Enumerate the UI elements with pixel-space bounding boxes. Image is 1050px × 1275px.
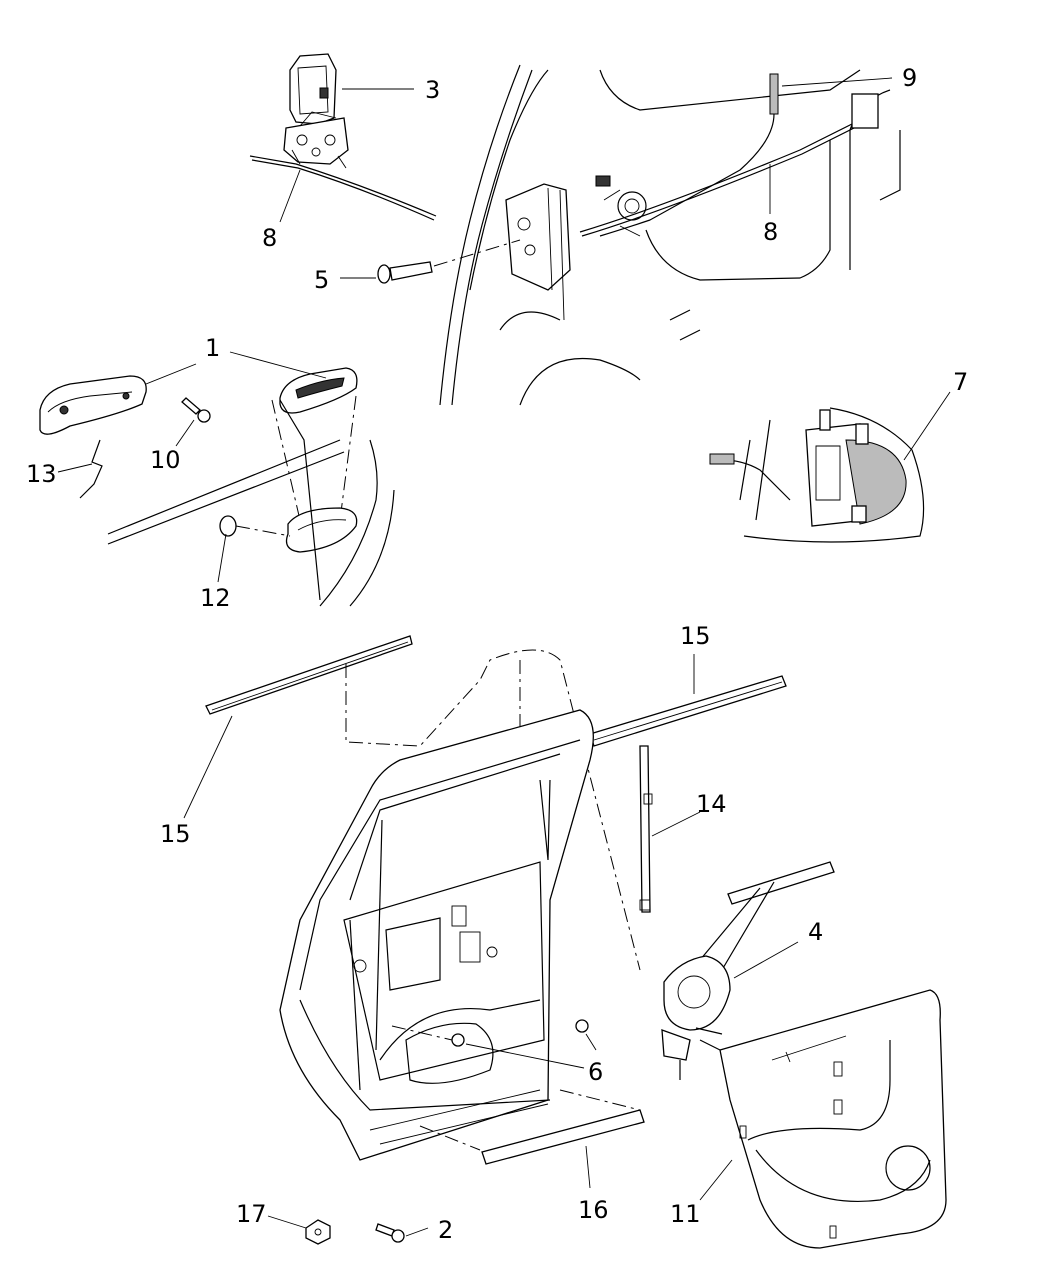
callout-1: 1 bbox=[205, 334, 220, 362]
callout-15-left: 15 bbox=[160, 820, 191, 848]
callout-6: 6 bbox=[588, 1058, 603, 1086]
callout-10: 10 bbox=[150, 446, 181, 474]
screw-part-2 bbox=[375, 1223, 405, 1243]
callout-17: 17 bbox=[236, 1200, 267, 1228]
callout-8-top: 8 bbox=[262, 224, 277, 252]
callout-4: 4 bbox=[808, 918, 823, 946]
door-trim-strip-part-14 bbox=[639, 745, 653, 913]
clip-part-12 bbox=[219, 515, 291, 537]
callout-5: 5 bbox=[314, 266, 329, 294]
lock-rod-part-8-top bbox=[249, 155, 437, 221]
callout-7: 7 bbox=[953, 368, 968, 396]
callout-12: 12 bbox=[200, 584, 231, 612]
callout-13: 13 bbox=[26, 460, 57, 488]
sill-plate-part-16 bbox=[419, 1089, 645, 1165]
glass-path-dashline bbox=[345, 649, 641, 971]
callout-3: 3 bbox=[425, 76, 440, 104]
callout-9: 9 bbox=[902, 64, 917, 92]
screw-part-10 bbox=[181, 397, 211, 423]
fastener-part-6 bbox=[391, 1019, 589, 1047]
nut-part-17 bbox=[305, 1219, 331, 1245]
callout-11: 11 bbox=[670, 1200, 701, 1228]
callout-14: 14 bbox=[696, 790, 727, 818]
callout-2: 2 bbox=[438, 1216, 453, 1244]
outside-handle-part-1-left bbox=[39, 375, 147, 435]
glass-run-part-15-right bbox=[589, 675, 787, 747]
door-skin-handle-pocket bbox=[107, 395, 395, 607]
inside-handle-part-7 bbox=[709, 407, 925, 543]
latch-assembly-part-3 bbox=[283, 53, 349, 169]
rod-part-13 bbox=[79, 439, 103, 499]
rod-and-link-part-9 bbox=[579, 73, 879, 237]
outside-handle-part-1-right bbox=[279, 367, 358, 414]
callout-16: 16 bbox=[578, 1196, 609, 1224]
callout-15-right: 15 bbox=[680, 622, 711, 650]
window-regulator-part-4 bbox=[661, 861, 835, 1080]
door-opening-top-view bbox=[439, 64, 901, 406]
screw-part-5 bbox=[377, 239, 521, 284]
door-shell bbox=[279, 709, 594, 1161]
callout-8-right: 8 bbox=[763, 218, 778, 246]
door-trim-panel-part-11 bbox=[719, 989, 947, 1249]
glass-run-part-15-left bbox=[205, 635, 413, 715]
